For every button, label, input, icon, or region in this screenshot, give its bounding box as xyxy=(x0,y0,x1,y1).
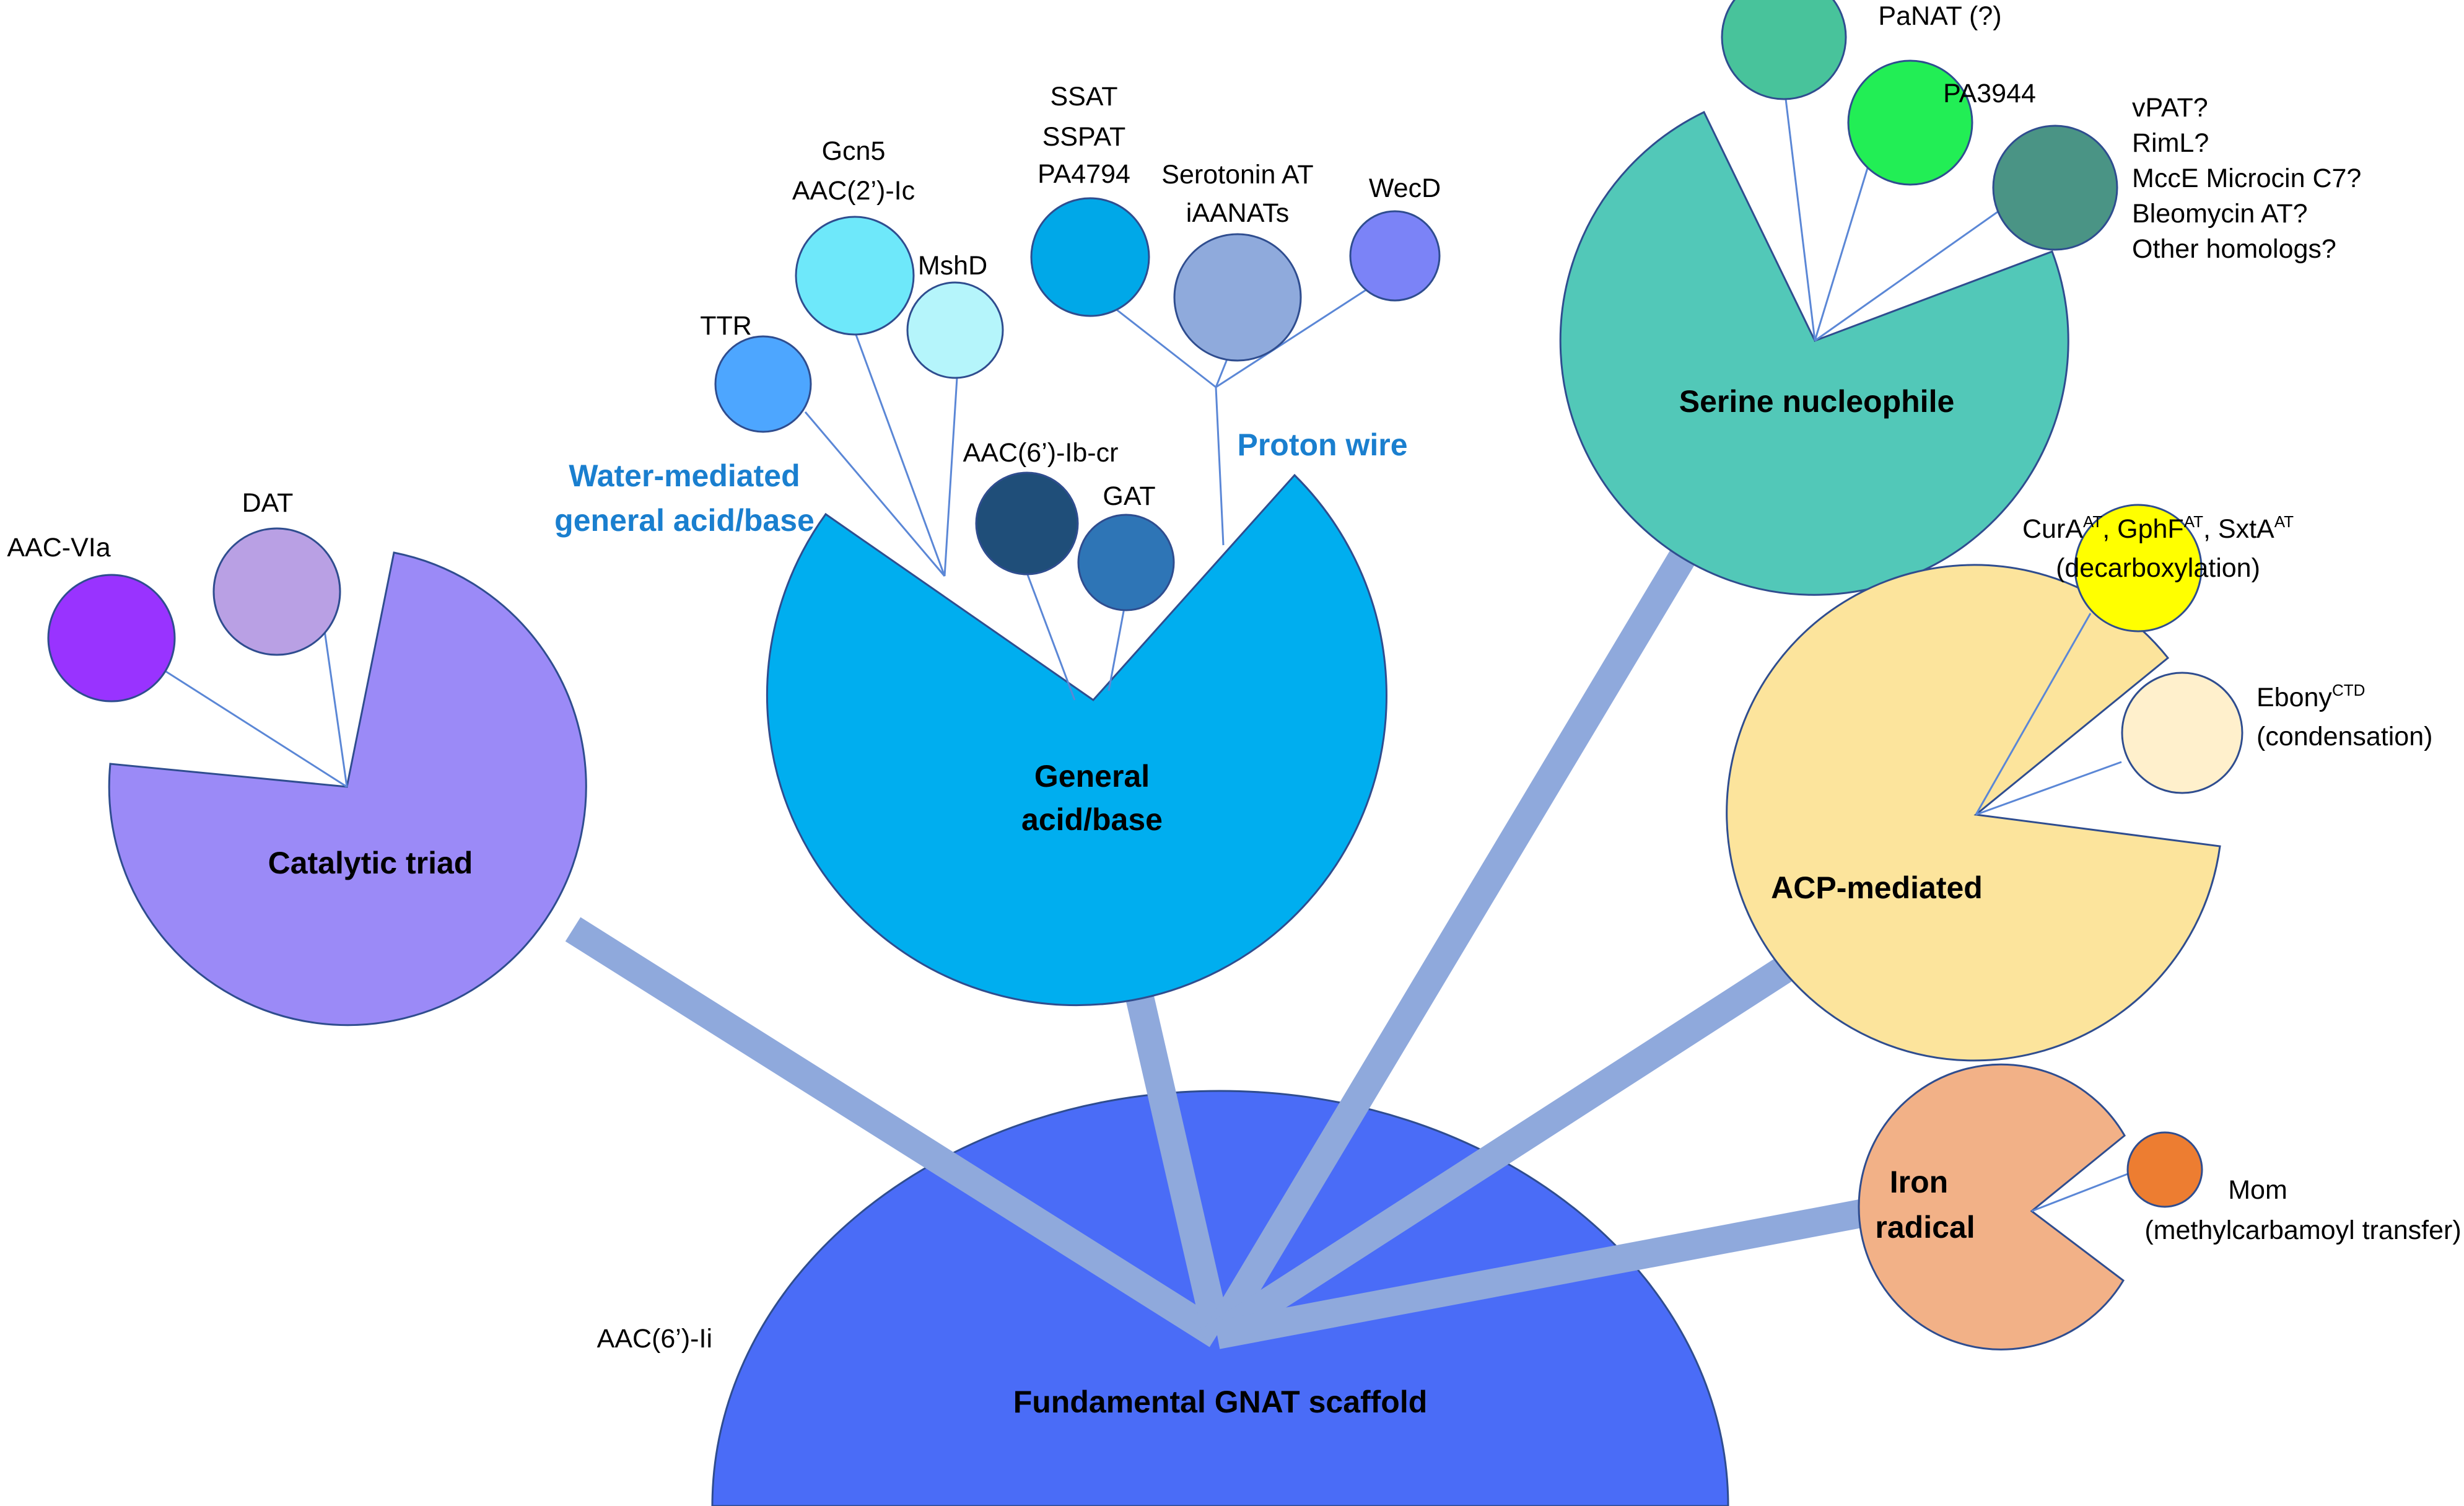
trunk-branches xyxy=(565,525,1877,1349)
serotonin-label-line2: iAANATs xyxy=(1186,198,1289,228)
member-twigs xyxy=(111,83,2128,1212)
serine-nucleophile-shape xyxy=(1559,110,2069,596)
aac-via-label: AAC-VIa xyxy=(7,533,110,563)
circle-pa3944 xyxy=(1847,59,1973,186)
serine-others-line5: Other homologs? xyxy=(2132,234,2336,264)
gcn5-label-line2: AAC(2’)-Ic xyxy=(792,176,915,206)
iron-radical-shape xyxy=(1858,1063,2126,1351)
general-acid-base-label-line2: acid/base xyxy=(1021,802,1163,837)
circle-ebony xyxy=(2121,672,2243,794)
member-circles xyxy=(47,0,2243,1208)
ebony-note: (condensation) xyxy=(2256,722,2432,751)
general-acid-base-shape xyxy=(766,473,1387,1007)
ebony-label: EbonyCTD xyxy=(2256,681,2365,712)
catalytic-triad-label: Catalytic triad xyxy=(268,846,473,880)
acp-mediated-shape xyxy=(1726,564,2221,1062)
circle-aac-via xyxy=(47,574,176,703)
serine-nucleophile-label: Serine nucleophile xyxy=(1679,384,1955,419)
mom-label: Mom xyxy=(2228,1175,2287,1205)
circle-mshd xyxy=(906,281,1004,379)
trunk-to-catalytic-triad xyxy=(565,917,1225,1347)
catalytic-triad-shape xyxy=(108,551,587,1027)
circle-wecd xyxy=(1349,210,1441,302)
ssat-label-line1: SSAT xyxy=(1050,82,1117,112)
proton-wire-label: Proton wire xyxy=(1237,427,1407,462)
general-acid-base-label-line1: General xyxy=(1034,759,1150,794)
serotonin-label-line1: Serotonin AT xyxy=(1161,160,1313,190)
twig-pa3944 xyxy=(1814,157,1872,341)
dat-label: DAT xyxy=(242,488,294,518)
circle-serotonin xyxy=(1173,233,1302,362)
twig-cura xyxy=(1975,613,2092,815)
ssat-label-line2: SSPAT xyxy=(1042,122,1126,152)
twig-mom xyxy=(2031,1173,2128,1212)
scaffold-label: Fundamental GNAT scaffold xyxy=(1013,1385,1428,1419)
twig-panat xyxy=(1783,83,1816,341)
circle-mom xyxy=(2126,1131,2203,1208)
scaffold-member-label: AAC(6’)-Ii xyxy=(597,1324,712,1354)
gcn5-label-line1: Gcn5 xyxy=(822,136,886,166)
serine-others-line3: MccE Microcin C7? xyxy=(2132,164,2361,193)
aac6-ib-label: AAC(6’)-Ib-cr xyxy=(963,438,1119,468)
trunk-to-general-acid-base xyxy=(1125,994,1231,1339)
circle-dat xyxy=(212,527,341,656)
iron-radical-label-line2: radical xyxy=(1875,1210,1975,1245)
water-mediated-label-line2: general acid/base xyxy=(554,503,815,538)
twig-wecd xyxy=(1215,287,1370,388)
twig-gcn5 xyxy=(854,331,946,577)
circle-ttr xyxy=(714,335,812,433)
trunk-to-serine-nucleophile xyxy=(1205,525,1710,1342)
acp-mediated-label: ACP-mediated xyxy=(1771,870,1983,905)
mom-note: (methylcarbamoyl transfer) xyxy=(2144,1215,2461,1245)
circle-serine-others xyxy=(1992,125,2118,251)
ttr-label: TTR xyxy=(700,311,752,341)
twig-ssat xyxy=(1108,302,1217,388)
twig-ebony xyxy=(1975,761,2122,816)
circle-ssat xyxy=(1030,197,1150,317)
circle-cura xyxy=(2074,504,2203,633)
pa3944-label: PA3944 xyxy=(1943,79,2036,108)
circle-panat xyxy=(1721,0,1847,100)
circle-gat xyxy=(1077,514,1175,611)
gat-label: GAT xyxy=(1103,481,1155,511)
circle-aac6-ib xyxy=(975,471,1079,576)
twig-mshd xyxy=(943,377,958,577)
serine-others-line4: Bleomycin AT? xyxy=(2132,199,2308,229)
iron-radical-label-line1: Iron xyxy=(1890,1165,1948,1199)
circle-gcn5 xyxy=(795,216,915,336)
water-mediated-label-line1: Water-mediated xyxy=(569,458,800,493)
cura-label: CurAAT, GphFAT, SxtAAT xyxy=(2022,512,2294,544)
twig-proton-wire xyxy=(1215,387,1225,546)
ssat-label-line3: PA4794 xyxy=(1038,159,1130,189)
trunk-to-iron-radical xyxy=(1214,1197,1877,1349)
twig-serine-others xyxy=(1814,206,2004,342)
wecd-label: WecD xyxy=(1369,173,1441,203)
cura-note: (decarboxylation) xyxy=(2056,553,2260,583)
twig-ttr xyxy=(804,411,946,577)
panat-label: PaNAT (?) xyxy=(1878,1,2001,31)
twig-aac6-ib xyxy=(1026,572,1076,701)
mshd-label: MshD xyxy=(918,251,987,281)
serine-others-line2: RimL? xyxy=(2132,128,2209,158)
serine-others-line1: vPAT? xyxy=(2132,93,2208,123)
trunk-to-acp-mediated xyxy=(1209,957,1792,1347)
